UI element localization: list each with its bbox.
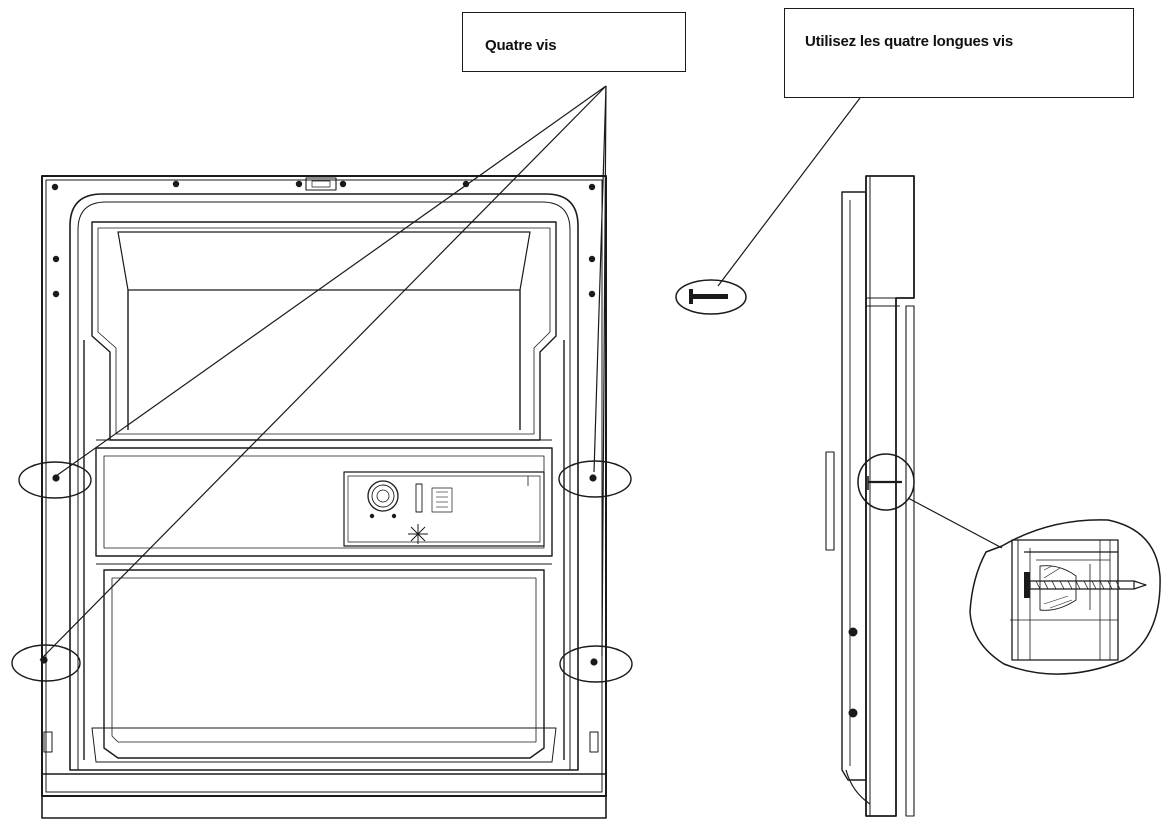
- long-screw-icon: [689, 289, 728, 304]
- rinse-aid-sun-icon: [408, 524, 428, 544]
- long-screw-detail: [675, 97, 861, 315]
- door-side-view: [825, 175, 1003, 817]
- callout-four-screws: Quatre vis: [462, 12, 686, 72]
- callout-four-long-screws: Utilisez les quatre longues vis: [784, 8, 1134, 98]
- door-front-view: [11, 175, 633, 819]
- screw-leader-lines: [39, 85, 607, 661]
- callout-four-long-screws-label: Utilisez les quatre longues vis: [805, 33, 1014, 50]
- screw-holes: [40, 180, 598, 666]
- magnified-screw-detail: [969, 519, 1161, 675]
- callout-four-screws-label: Quatre vis: [485, 37, 557, 54]
